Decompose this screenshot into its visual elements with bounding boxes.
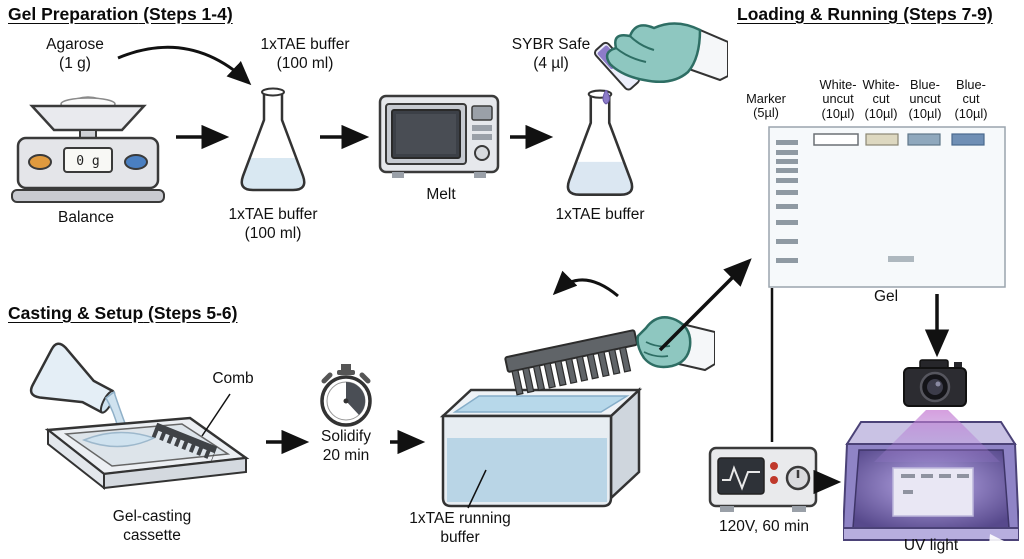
balance-base: [11, 189, 165, 203]
heading-casting-setup-steps: (Steps 5-6): [143, 303, 238, 323]
flask-sybr-icon: [566, 89, 634, 196]
stopwatch-icon: [320, 364, 372, 427]
sample-band: [888, 256, 914, 262]
flask-liquid: [567, 161, 633, 195]
buffer-liquid: [447, 438, 607, 502]
power-settings-label: 120V, 60 min: [719, 518, 809, 535]
gloved-hand-dropper-icon: [593, 22, 728, 105]
flask-outline: [566, 94, 634, 196]
marker-ladder-bands: [776, 140, 798, 263]
heading-casting-setup-title: Casting & Setup: [8, 303, 144, 323]
uv-box-top: [845, 421, 1017, 445]
balance-display: 0 g: [76, 154, 99, 169]
lane-label-blue-uncut: Blue- uncut (10µl): [908, 77, 942, 121]
glove: [605, 22, 702, 83]
comb-teeth: [151, 425, 217, 461]
tae-buffer-top-label: 1xTAE buffer (100 ml): [260, 36, 350, 72]
buffer-surface: [452, 395, 630, 413]
glove: [636, 316, 692, 369]
camera-icon: [903, 359, 967, 407]
heading-gel-preparation-title: Gel Preparation: [8, 4, 139, 24]
uv-screen-bands: [901, 474, 969, 494]
gel-icon: [768, 126, 1006, 288]
cassette-side: [47, 427, 105, 491]
well-blue-cut: [951, 133, 985, 146]
comb-label: Comb: [212, 370, 254, 387]
balance-pan: [29, 104, 147, 132]
power-button-red: [770, 462, 778, 470]
flask-liquid: [241, 158, 305, 190]
uv-light-label: UV light: [903, 537, 959, 554]
melt-label: Melt: [426, 186, 456, 203]
gel-slab: [768, 126, 1006, 288]
heading-loading-running-steps: (Steps 7-9): [898, 4, 993, 24]
balance-display-panel: [63, 147, 113, 173]
heading-gel-preparation: Gel Preparation (Steps 1-4): [8, 4, 233, 25]
balance-label: Balance: [57, 209, 115, 226]
gloved-hand-comb-icon: [504, 316, 715, 396]
running-buffer-label: 1xTAE running buffer: [409, 510, 511, 546]
sybr-drop: [602, 89, 610, 105]
balance-icon: 0 g: [11, 96, 165, 203]
pouring-flask-icon: [29, 342, 116, 414]
microwave-knob: [474, 145, 490, 161]
microwave-icon: [378, 94, 500, 178]
uv-box-icon: [843, 421, 1019, 541]
uv-box-lip: [843, 527, 1019, 541]
cassette-label: Gel-casting cassette: [112, 508, 192, 544]
waveform: [722, 465, 760, 491]
flask2-label: 1xTAE buffer: [555, 206, 645, 223]
lane-label-white-uncut: White- uncut (10µl): [819, 77, 857, 121]
power-supply-display: [717, 457, 765, 495]
comb: [504, 329, 638, 396]
heading-gel-preparation-steps: (Steps 1-4): [138, 4, 233, 24]
arrow-agarose-to-flask: [117, 45, 252, 86]
arrow-comb-pull: [552, 270, 619, 298]
flask-outline: [240, 92, 306, 192]
lane-label-blue-cut: Blue- cut (10µl): [954, 77, 988, 121]
sybr-safe-label: SYBR Safe (4 µl): [511, 36, 591, 72]
comb-body: [504, 329, 638, 373]
well-white-cut: [865, 133, 899, 146]
well-white-uncut: [813, 133, 859, 146]
pour-cassette-icon: [29, 342, 250, 491]
heading-loading-running: Loading & Running (Steps 7-9): [737, 4, 993, 25]
well-blue-uncut: [907, 133, 941, 146]
flask1-label: 1xTAE buffer (100 ml): [228, 206, 318, 242]
balance-left-button: [28, 154, 52, 170]
flask-tae-icon: [240, 87, 306, 192]
power-button-red2: [770, 476, 778, 484]
elapsed-sector: [346, 381, 366, 415]
balance-right-button: [124, 154, 148, 170]
heading-casting-setup: Casting & Setup (Steps 5-6): [8, 303, 237, 324]
heading-loading-running-title: Loading & Running: [737, 4, 899, 24]
power-supply-icon: [708, 446, 818, 512]
lane-label-white-cut: White- cut (10µl): [862, 77, 900, 121]
gel-label: Gel: [873, 288, 899, 305]
comb-teeth: [511, 346, 632, 396]
microwave-panel: [471, 105, 493, 121]
solidify-label: Solidify 20 min: [321, 428, 371, 464]
agarose-label: Agarose (1 g): [46, 36, 104, 72]
lane-label-marker: Marker (5µl): [746, 91, 786, 121]
gel-puddle: [81, 431, 157, 448]
